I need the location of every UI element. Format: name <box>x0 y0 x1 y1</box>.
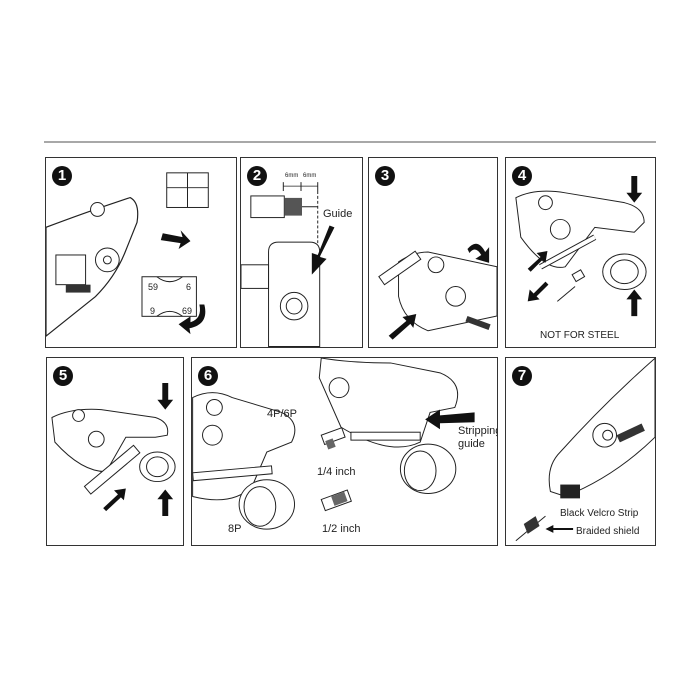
quarter-inch-label: 1/4 inch <box>317 466 356 478</box>
blade-label-69: 69 <box>182 306 193 316</box>
strip-cable-illustration <box>515 176 647 317</box>
stripping-guide-label-line1: Stripping <box>458 425 498 437</box>
stripper-blade-swap-illustration <box>46 172 209 337</box>
velcro-braided-shield-illustration <box>515 358 655 542</box>
flat-cable-strip-illustration <box>51 383 176 517</box>
guide-label: Guide <box>323 208 353 220</box>
cable-insert-rotate-illustration <box>378 243 497 340</box>
step-5-number: 5 <box>53 366 73 386</box>
step-4-number: 4 <box>512 166 532 186</box>
half-inch-label: 1/2 inch <box>322 523 361 535</box>
step-2-number: 2 <box>247 166 267 186</box>
step-1-panel: 1 59 6 9 69 <box>45 157 237 348</box>
step-1-number: 1 <box>52 166 72 186</box>
blade-label-9: 9 <box>150 306 156 316</box>
step-3-panel: 3 <box>368 157 498 348</box>
step-2-panel: 2 6mm 6mm Guide <box>240 157 363 348</box>
dimension-right: 6mm <box>303 173 317 179</box>
top-divider <box>44 141 656 143</box>
dimension-left: 6mm <box>285 173 299 179</box>
step-7-number: 7 <box>512 366 532 386</box>
step-6-panel: 6 4P/6P 8P 1/4 inch 1/2 inch Stripping g… <box>191 357 498 546</box>
braided-shield-label: Braided shield <box>576 526 640 537</box>
stripping-guide-label-line2: guide <box>458 438 485 450</box>
flat-cable-stripping-guide-illustration <box>192 358 475 530</box>
blade-label-59: 59 <box>148 282 159 292</box>
step-4-panel: 4 NOT FOR STEEL <box>505 157 656 348</box>
blade-label-6: 6 <box>186 282 192 292</box>
step-6-number: 6 <box>198 366 218 386</box>
velcro-strip-label: Black Velcro Strip <box>560 508 639 519</box>
not-for-steel-warning: NOT FOR STEEL <box>540 330 620 341</box>
cable-guide-illustration <box>241 182 335 347</box>
size-label-8p: 8P <box>228 523 242 535</box>
step-7-panel: 7 Black Velcro Strip Braided shield <box>505 357 656 546</box>
size-label-4p6p: 4P/6P <box>267 408 297 420</box>
step-5-panel: 5 <box>46 357 184 546</box>
step-3-number: 3 <box>375 166 395 186</box>
